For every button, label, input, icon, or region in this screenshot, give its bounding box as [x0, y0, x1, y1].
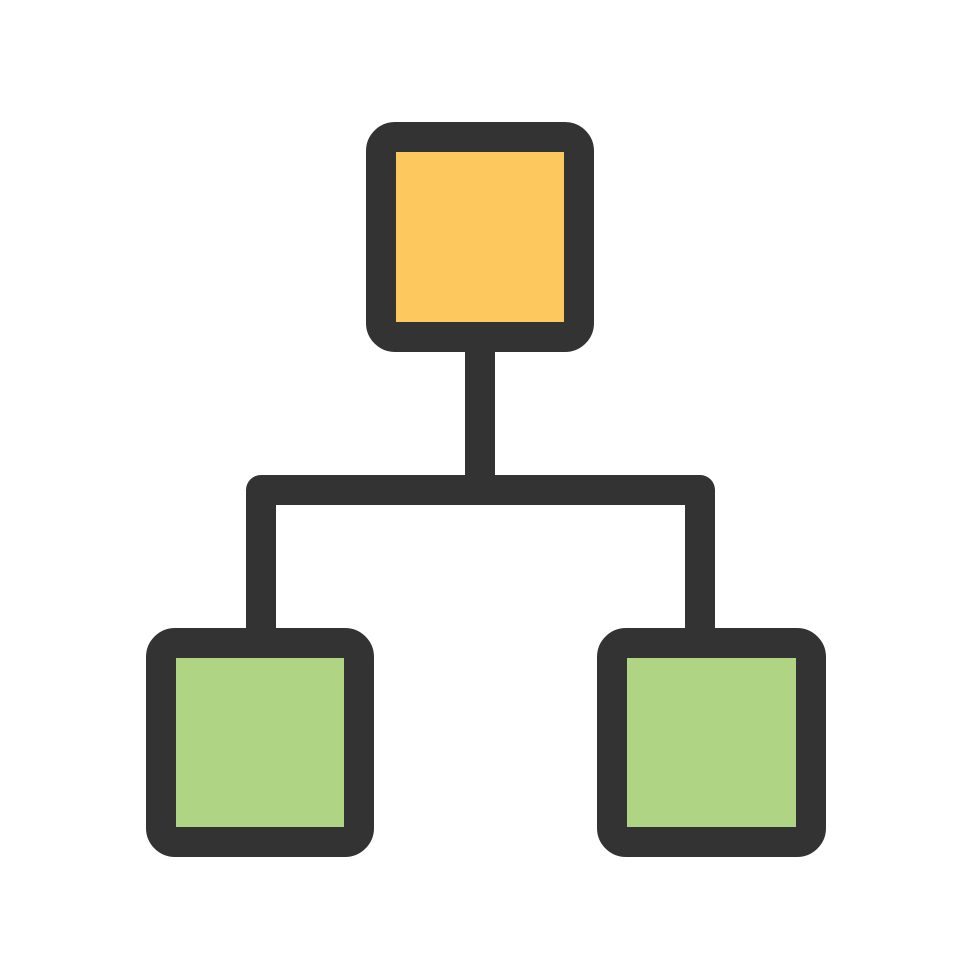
parent-node [366, 122, 594, 352]
connector-lines [246, 350, 715, 630]
child-node-left [146, 628, 374, 857]
child-node-right [597, 628, 826, 857]
branch-connector [246, 475, 715, 630]
